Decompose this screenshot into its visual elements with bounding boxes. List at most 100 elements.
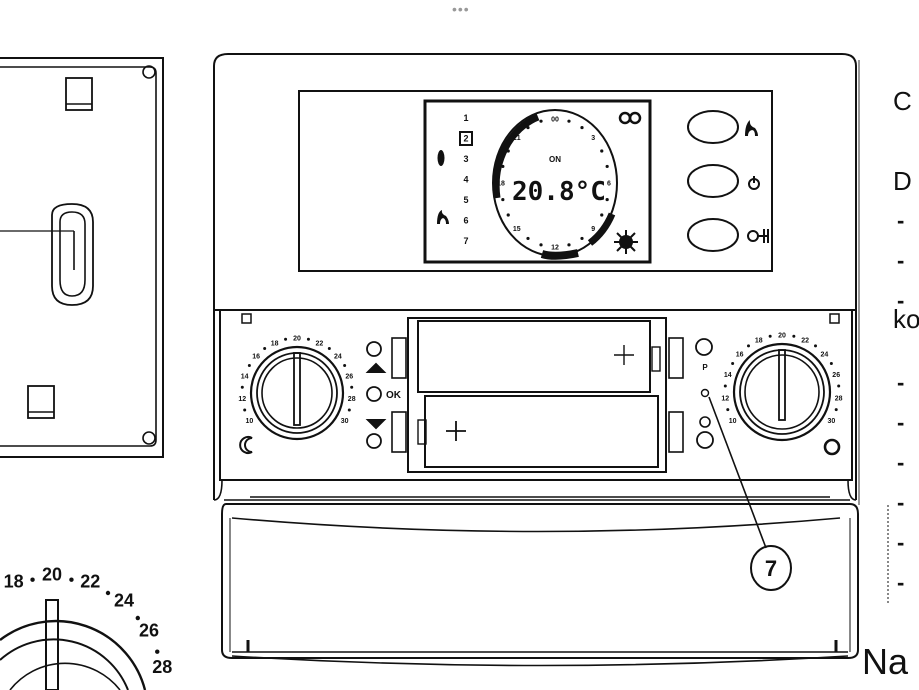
dial-dot [135, 615, 140, 621]
dial-label: 20 [293, 336, 301, 343]
clock-tick [501, 164, 505, 169]
window-handle[interactable]: ••• [452, 1, 470, 17]
dial-dot [306, 337, 310, 341]
day-number: 2 [463, 134, 468, 144]
up-arrow-icon [365, 362, 387, 373]
dial-label: 18 [271, 340, 279, 347]
dial-dot [343, 364, 347, 367]
dial-label: 22 [801, 337, 809, 344]
dial-dot [814, 344, 818, 348]
temperature-readout: 20.8°C [512, 177, 606, 207]
dial-label: 12 [238, 396, 246, 403]
ok-button[interactable] [366, 386, 382, 402]
right-buttons [695, 338, 841, 456]
clock-tick [506, 213, 510, 217]
list-dash: - [897, 450, 905, 475]
day-number: 5 [463, 195, 468, 205]
dial-label: 10 [729, 418, 737, 425]
side-button-icons [239, 120, 769, 454]
dial-label: 16 [252, 354, 260, 361]
clock-key-button[interactable] [687, 218, 739, 252]
dial-tick-dots [30, 334, 841, 654]
flame-mode-button[interactable] [687, 110, 739, 144]
plus-icon [614, 345, 634, 365]
dial-dot [69, 577, 74, 582]
flame-icon [745, 120, 758, 136]
clock-tick [580, 125, 584, 130]
dial-label: 30 [827, 418, 835, 425]
list-dash: - [897, 370, 905, 395]
dial-label: 20 [42, 565, 62, 585]
clock-hour-label: 6 [607, 181, 611, 188]
dial-label: 12 [721, 395, 729, 402]
clock-tick [526, 236, 530, 241]
ok-label: OK [386, 390, 402, 401]
dial-dot [243, 408, 247, 412]
wall-mounting-plate [0, 57, 164, 458]
dial-label: 10 [245, 418, 253, 425]
moon-icon [239, 436, 253, 454]
list-dash: - [897, 248, 905, 273]
dial-dot [30, 577, 35, 582]
dial-dot [247, 364, 251, 367]
dial-dot [350, 385, 354, 389]
clock-tick [506, 149, 510, 153]
dial-dot [731, 362, 735, 365]
clock-hour-label: 18 [497, 181, 505, 188]
clock-hour-label: 12 [551, 245, 559, 252]
dial-label: 14 [241, 374, 249, 381]
day-number: 6 [463, 216, 468, 226]
list-dash: - [897, 490, 905, 515]
day-number: 7 [463, 236, 468, 246]
day-number: 4 [463, 175, 468, 185]
down-button[interactable] [366, 433, 382, 449]
dial-dot [263, 347, 267, 351]
list-dash: - [897, 570, 905, 595]
keyhole-slot [51, 203, 94, 306]
dial-label: 24 [114, 591, 134, 611]
day-number: 1 [463, 113, 468, 123]
clock-tick [567, 119, 571, 123]
clock-tick [526, 125, 530, 130]
up-button[interactable] [366, 341, 382, 357]
dial-dot [347, 408, 351, 412]
drop-icon [437, 150, 445, 166]
selected-day-box [459, 131, 473, 146]
left-temperature-dial[interactable] [249, 345, 345, 441]
lcd-side-buttons [687, 110, 739, 252]
down-arrow-icon [365, 419, 387, 430]
reset-button[interactable] [700, 388, 710, 398]
dial-dot [829, 362, 833, 365]
dial-label: 18 [755, 337, 763, 344]
timer-button[interactable] [696, 431, 714, 449]
dial-dot [155, 649, 160, 654]
clock-tick [605, 197, 609, 202]
clock-tick [567, 243, 571, 247]
dial-label: 22 [80, 571, 100, 591]
thermostat-housing [213, 53, 859, 667]
callout-7 [708, 396, 792, 591]
infinity-icon [618, 111, 642, 125]
clock-tick [501, 197, 505, 202]
program-button[interactable] [695, 338, 713, 356]
dial-dot [792, 334, 796, 338]
dial-dot [327, 347, 331, 351]
dial-label: 28 [152, 657, 172, 677]
left-buttons [365, 341, 387, 449]
clock-tick [580, 236, 584, 241]
dial-label: 22 [315, 340, 323, 347]
clock-center-label: ON [549, 155, 561, 164]
clock-hour-label: 3 [591, 135, 595, 142]
p-label: P [702, 363, 708, 372]
right-temperature-dial[interactable] [732, 342, 832, 442]
list-dash: - [897, 208, 905, 233]
dial-dot [768, 334, 772, 338]
sun-icon [614, 230, 638, 254]
power-button[interactable] [687, 164, 739, 198]
dial-dot [834, 408, 838, 412]
dial-label: 14 [724, 372, 732, 379]
clock-tick [605, 164, 609, 169]
